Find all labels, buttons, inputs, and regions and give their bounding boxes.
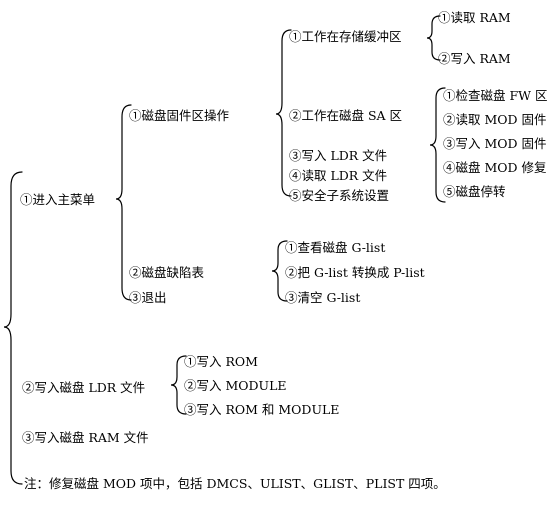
node-firmware-ops: ①磁盘固件区操作 xyxy=(129,108,230,123)
node-write-ldr-file: ②写入磁盘 LDR 文件 xyxy=(22,380,146,395)
item-exit: ③退出 xyxy=(129,290,167,305)
brace-defect-list xyxy=(271,240,288,302)
brace-firmware-ops xyxy=(275,29,292,197)
item-read-mod-firmware: ②读取 MOD 固件 xyxy=(443,112,547,127)
item-write-rom-and-module: ③写入 ROM 和 MODULE xyxy=(184,402,340,417)
node-work-in-buffer: ①工作在存储缓冲区 xyxy=(289,29,402,44)
brace-buffer xyxy=(426,15,441,61)
brace-sa-area xyxy=(429,87,446,203)
brace-root xyxy=(3,171,23,485)
node-work-in-sa: ②工作在磁盘 SA 区 xyxy=(289,108,403,123)
item-read-ldr: ④读取 LDR 文件 xyxy=(289,168,388,183)
item-read-ram: ①读取 RAM xyxy=(438,10,511,25)
brace-main-menu xyxy=(115,104,132,301)
item-write-rom: ①写入 ROM xyxy=(184,354,258,369)
node-defect-list: ②磁盘缺陷表 xyxy=(129,265,205,280)
node-write-ram-file: ③写入磁盘 RAM 文件 xyxy=(22,430,149,445)
item-view-glist: ①查看磁盘 G-list xyxy=(285,240,386,255)
item-convert-glist: ②把 G-list 转换成 P-list xyxy=(285,265,425,280)
item-write-ldr: ③写入 LDR 文件 xyxy=(289,148,388,163)
node-enter-main-menu: ①进入主菜单 xyxy=(20,192,96,207)
item-check-fw-area: ①检查磁盘 FW 区 xyxy=(443,88,548,103)
item-security-subsystem: ⑤安全子系统设置 xyxy=(289,188,390,203)
brace-write-ldr xyxy=(170,355,187,415)
item-write-mod-firmware: ③写入 MOD 固件 xyxy=(443,136,547,151)
item-write-ram: ②写入 RAM xyxy=(438,51,511,66)
item-write-module: ②写入 MODULE xyxy=(184,378,287,393)
item-spin-down: ⑤磁盘停转 xyxy=(443,184,506,199)
item-repair-mod: ④磁盘 MOD 修复 xyxy=(443,160,547,175)
footnote: 注：修复磁盘 MOD 项中，包括 DMCS、ULIST、GLIST、PLIST … xyxy=(24,476,446,491)
item-clear-glist: ③清空 G-list xyxy=(285,290,361,305)
